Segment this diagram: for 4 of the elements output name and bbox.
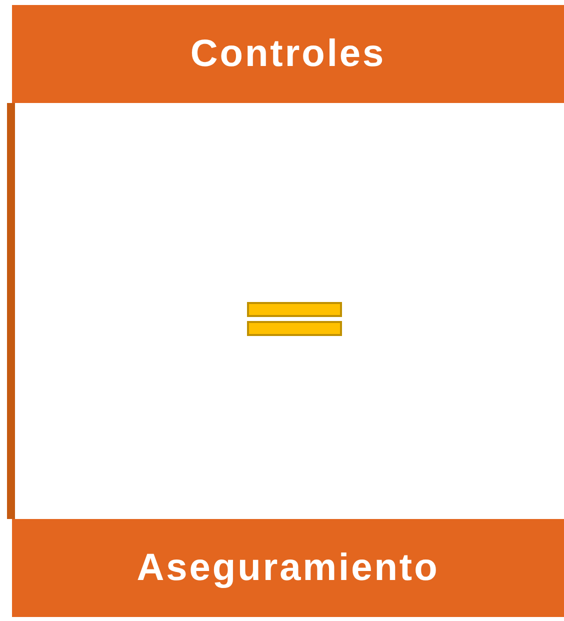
title-band (12, 519, 564, 617)
band-title: Aseguramiento (136, 546, 440, 590)
title-band (12, 5, 564, 103)
band-title: Controles (190, 32, 386, 76)
